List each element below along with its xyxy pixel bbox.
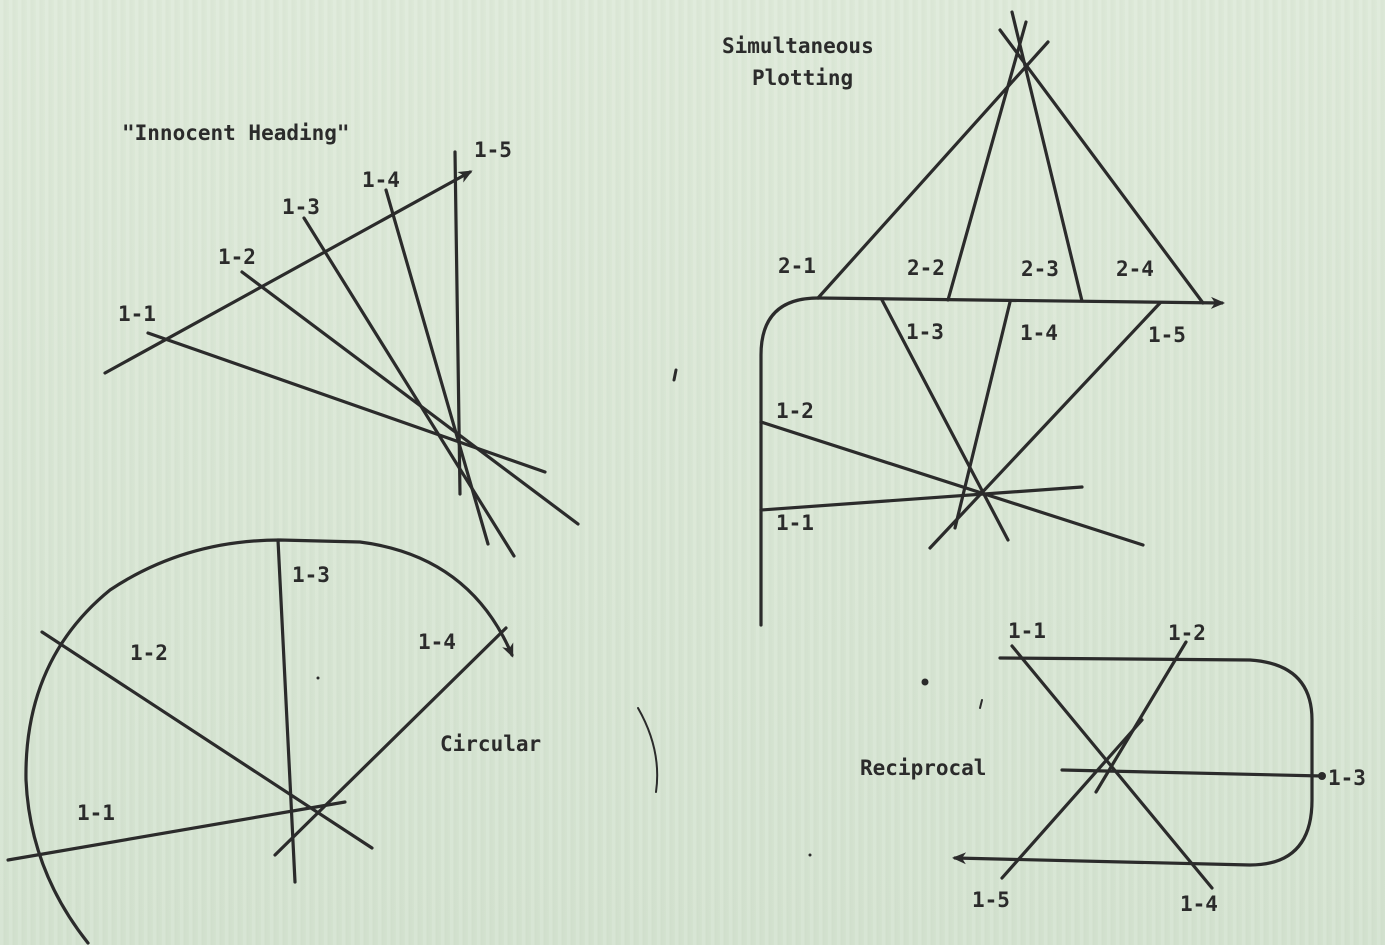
stray-mark xyxy=(672,368,678,382)
own-track xyxy=(759,296,1225,627)
label-1-1: 1-1 xyxy=(776,511,814,535)
label-1-5: 1-5 xyxy=(972,888,1010,912)
label-1-2: 1-2 xyxy=(130,641,168,665)
line-1-4 xyxy=(953,300,1012,530)
label-1-5: 1-5 xyxy=(474,138,512,162)
line-1-3 xyxy=(880,298,1010,542)
circular-diagram: Circular 1-1 1-2 1-3 1-4 xyxy=(6,538,541,945)
circular-track xyxy=(24,538,514,945)
label-1-4: 1-4 xyxy=(418,630,456,654)
simultaneous-plotting-diagram: Simultaneous Plotting 2-1 2-2 2-3 2-4 1-… xyxy=(722,10,1225,627)
stray-dot xyxy=(316,676,320,680)
label-2-3: 2-3 xyxy=(1021,257,1059,281)
label-1-5: 1-5 xyxy=(1148,323,1186,347)
label-2-2: 2-2 xyxy=(907,256,945,280)
label-1-1: 1-1 xyxy=(1008,619,1046,643)
innocent-heading-diagram: "Innocent Heading" 1-1 1-2 1-3 1-4 1-5 xyxy=(103,121,580,558)
label-1-4: 1-4 xyxy=(1180,892,1218,916)
label-2-4: 2-4 xyxy=(1116,257,1154,281)
label-1-3: 1-3 xyxy=(292,563,330,587)
line-1-5 xyxy=(928,301,1162,550)
stray-dot xyxy=(921,678,929,686)
bearing-line-1-1 xyxy=(146,331,547,474)
bearing-line-1-3 xyxy=(276,538,297,884)
bearing-line-1-5 xyxy=(1000,718,1144,880)
stray-dot xyxy=(808,853,812,857)
bearing-line-1-4 xyxy=(384,188,490,546)
circular-title: Circular xyxy=(440,732,541,756)
simultaneous-title-line1: Simultaneous xyxy=(722,34,874,58)
label-1-2: 1-2 xyxy=(218,245,256,269)
stray-marks xyxy=(316,368,983,857)
line-1-1 xyxy=(759,485,1084,512)
bearing-line-1-2 xyxy=(1094,640,1188,794)
label-1-3: 1-3 xyxy=(906,320,944,344)
label-2-1: 2-1 xyxy=(778,254,816,278)
label-1-4: 1-4 xyxy=(1020,321,1058,345)
label-1-2: 1-2 xyxy=(1168,621,1206,645)
reciprocal-track xyxy=(952,656,1314,867)
bearing-line-1-3 xyxy=(302,216,516,558)
line-2-4 xyxy=(998,28,1205,305)
bearing-line-1-4 xyxy=(273,626,508,857)
fix-point-1-3 xyxy=(1318,772,1326,780)
bearing-line-1-5 xyxy=(453,150,462,496)
line-1-2 xyxy=(759,420,1145,547)
bearing-line-1-3 xyxy=(1060,768,1324,778)
label-1-4: 1-4 xyxy=(362,168,400,192)
bearing-line-1-2 xyxy=(240,270,580,526)
simultaneous-title-line2: Plotting xyxy=(752,66,853,90)
reciprocal-diagram: Reciprocal 1-1 1-2 1-3 1-4 1-5 xyxy=(860,619,1366,916)
label-1-2: 1-2 xyxy=(776,399,814,423)
innocent-heading-title: "Innocent Heading" xyxy=(122,121,350,145)
stray-mark xyxy=(979,699,983,709)
line-2-2 xyxy=(946,20,1028,302)
label-1-3: 1-3 xyxy=(1328,766,1366,790)
reciprocal-title: Reciprocal xyxy=(860,756,986,780)
bearing-line-1-1 xyxy=(6,800,347,862)
label-1-1: 1-1 xyxy=(77,801,115,825)
stray-curve xyxy=(637,707,659,793)
label-1-3: 1-3 xyxy=(282,195,320,219)
label-1-1: 1-1 xyxy=(118,302,156,326)
